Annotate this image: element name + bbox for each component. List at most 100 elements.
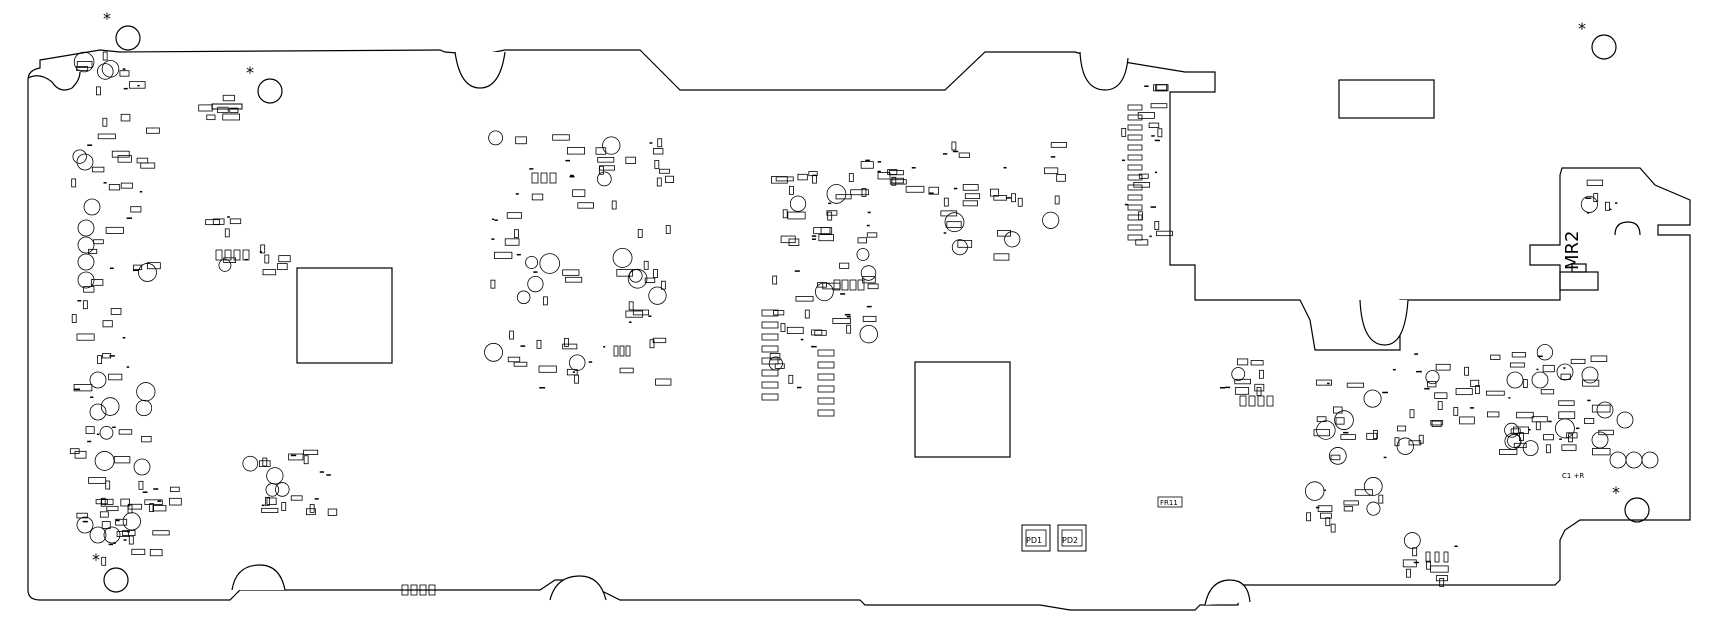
test-point [1403, 532, 1421, 549]
smd-pad [1150, 103, 1168, 109]
smd-pad [117, 155, 132, 163]
smd-pad [780, 323, 786, 332]
smd-pad [419, 584, 427, 596]
test-point [484, 342, 503, 362]
mounting-hole-2 [257, 78, 283, 104]
silk-mark [122, 336, 126, 339]
smd-pad [105, 480, 111, 490]
smd-pad [1127, 154, 1143, 161]
smd-pad [761, 369, 779, 377]
smd-pad [1330, 454, 1341, 461]
smd-pad [813, 227, 831, 235]
smd-pad [808, 171, 818, 177]
pd1-component: PD1 [1021, 524, 1051, 552]
smd-pad [761, 357, 779, 365]
smd-pad [401, 584, 409, 596]
smd-pad [82, 300, 88, 310]
smd-pad [1330, 523, 1336, 533]
smd-pad [775, 176, 794, 182]
smd-pad [1127, 164, 1143, 171]
silk-mark [515, 193, 519, 195]
silk-mark [1614, 202, 1618, 204]
silk-mark [942, 153, 948, 155]
smd-pad [866, 232, 878, 238]
smd-pad [625, 156, 636, 164]
silk-mark [1050, 156, 1056, 158]
smd-pad [1236, 358, 1249, 366]
smd-pad [817, 409, 835, 417]
smd-pad [1561, 444, 1577, 451]
test-point [122, 512, 141, 531]
smd-pad [1510, 428, 1521, 434]
test-point [488, 130, 503, 146]
smd-pad [504, 238, 520, 246]
silk-mark [109, 267, 114, 270]
silk-mark [259, 251, 262, 253]
smd-pad [773, 310, 785, 316]
smd-pad [572, 189, 586, 197]
silk-mark [533, 271, 538, 273]
silk-mark [1154, 171, 1158, 174]
silk-mark [1586, 212, 1590, 214]
smd-pad [1499, 449, 1518, 455]
mounting-hole-4 [1624, 497, 1650, 523]
smd-pad [1516, 411, 1534, 419]
smd-pad [90, 279, 104, 286]
smd-pad [242, 249, 250, 261]
fiducial-mark: * [103, 9, 111, 28]
smd-pad [769, 353, 781, 361]
fiducial-mark: * [1612, 483, 1620, 502]
test-point [1506, 371, 1524, 389]
smd-pad [91, 166, 105, 173]
smd-pad [262, 269, 277, 276]
test-point [77, 219, 95, 237]
silk-mark [77, 300, 82, 302]
silk-mark [516, 253, 521, 256]
smd-pad [111, 150, 130, 158]
test-point [628, 268, 643, 283]
silk-mark [123, 87, 128, 90]
smd-pad [73, 384, 93, 392]
test-point [94, 451, 115, 471]
smd-pad [1346, 382, 1364, 388]
notch-bottom-1 [231, 564, 286, 591]
silk-mark [326, 474, 331, 476]
smd-pad [625, 310, 644, 318]
smd-pad [774, 363, 785, 369]
smd-pad [665, 175, 674, 183]
smd-pad [262, 457, 268, 467]
pd2-component: PD2 [1057, 524, 1087, 552]
smd-pad [637, 228, 643, 238]
smd-pad [826, 210, 838, 216]
smd-pad [515, 136, 527, 145]
smd-pad [1127, 214, 1143, 221]
test-point [266, 467, 284, 485]
smd-pad [102, 320, 113, 328]
test-point [72, 149, 87, 164]
smd-pad [1256, 387, 1262, 396]
silk-mark [796, 386, 802, 389]
smd-pad [1044, 167, 1059, 175]
silk-mark [877, 161, 882, 163]
test-point [89, 526, 107, 544]
smd-pad [811, 329, 823, 336]
test-point [1581, 366, 1599, 384]
smd-pad [1127, 104, 1143, 111]
smd-pad [795, 296, 814, 302]
silk-mark [953, 187, 958, 190]
smd-pad [1306, 512, 1312, 522]
test-point [539, 253, 560, 274]
smd-pad [928, 186, 939, 195]
smd-pad [1425, 551, 1431, 563]
smd-pad [149, 503, 154, 513]
smd-pad [303, 455, 309, 465]
silk-mark [1548, 420, 1552, 423]
silk-mark [1122, 159, 1126, 162]
test-point [77, 236, 95, 254]
silk-mark [867, 211, 871, 214]
silk-mark [1149, 235, 1152, 238]
silk-mark [570, 174, 574, 177]
smd-pad [259, 460, 271, 467]
test-point [77, 253, 95, 271]
c1-area-label: C1 +R [1562, 472, 1584, 480]
